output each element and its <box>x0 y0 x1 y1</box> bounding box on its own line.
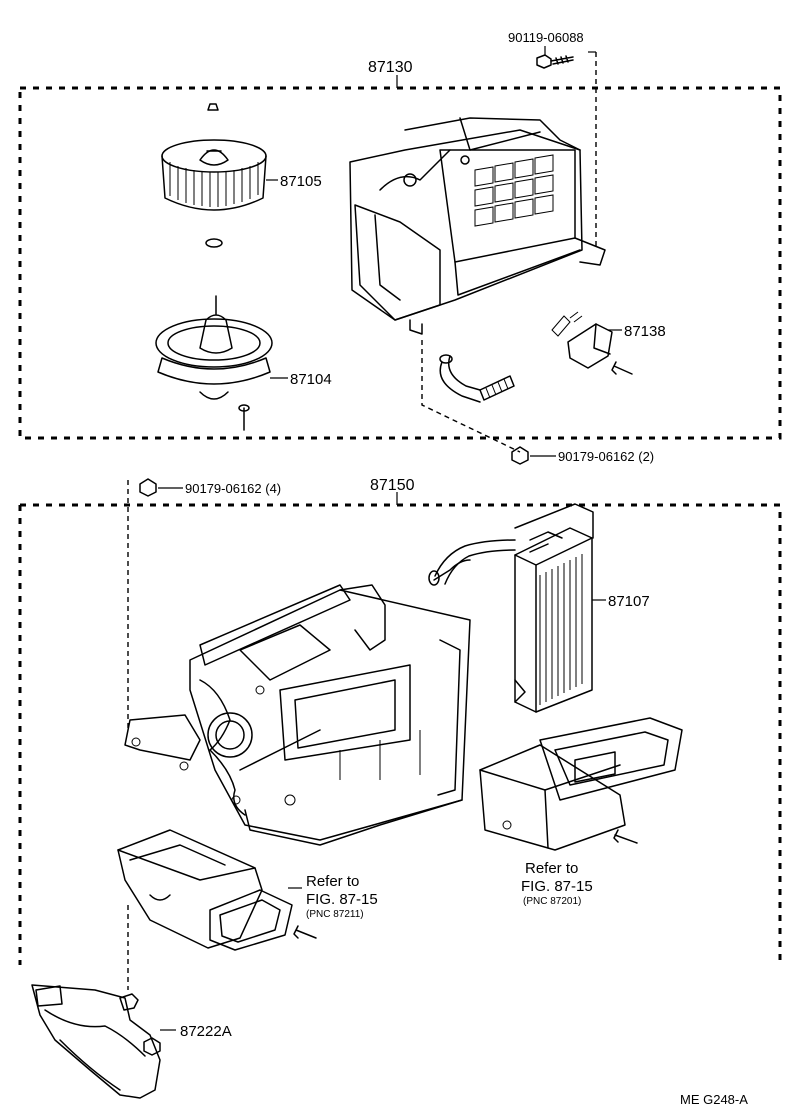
label-87130: 87130 <box>368 59 413 76</box>
label-90179-06162-2: 90179-06162 (2) <box>558 449 654 464</box>
nut-90179-2-icon <box>511 446 529 465</box>
label-87222A: 87222A <box>180 1023 232 1040</box>
label-refer-right-1: Refer to <box>525 860 578 877</box>
blower-case-assembly-icon <box>349 117 606 335</box>
label-87107: 87107 <box>608 593 650 610</box>
label-90179-06162-4: 90179-06162 (4) <box>185 481 281 496</box>
upper-group-frame <box>18 75 782 440</box>
blower-fan-87105-icon <box>161 103 267 248</box>
label-refer-right-3: (PNC 87201) <box>523 896 581 907</box>
label-90119-06088: 90119-06088 <box>508 30 584 45</box>
nut-90179-4-icon <box>139 478 157 497</box>
drain-hose-icon <box>439 354 515 403</box>
label-refer-left-3: (PNC 87211) <box>306 909 364 920</box>
left-duct-icon <box>117 829 317 951</box>
intake-grille <box>474 154 554 227</box>
label-refer-left-2: FIG. 87-15 <box>306 891 378 908</box>
resistor-87138-icon <box>551 311 633 375</box>
label-87138: 87138 <box>624 323 666 340</box>
bracket-87222A-icon <box>31 984 161 1099</box>
label-87150: 87150 <box>370 477 415 494</box>
label-87105: 87105 <box>280 173 322 190</box>
blower-motor-87104-icon <box>155 295 273 431</box>
screw-90119-icon <box>536 54 574 69</box>
heater-unit-assembly-icon <box>124 584 471 846</box>
label-refer-right-2: FIG. 87-15 <box>521 878 593 895</box>
right-duct-icon <box>479 717 683 851</box>
label-87104: 87104 <box>290 371 332 388</box>
lower-group-frame <box>18 492 782 965</box>
diagram-code: ME G248-A <box>680 1092 748 1107</box>
heater-core-87107-icon <box>428 503 594 713</box>
label-refer-left-1: Refer to <box>306 873 359 890</box>
